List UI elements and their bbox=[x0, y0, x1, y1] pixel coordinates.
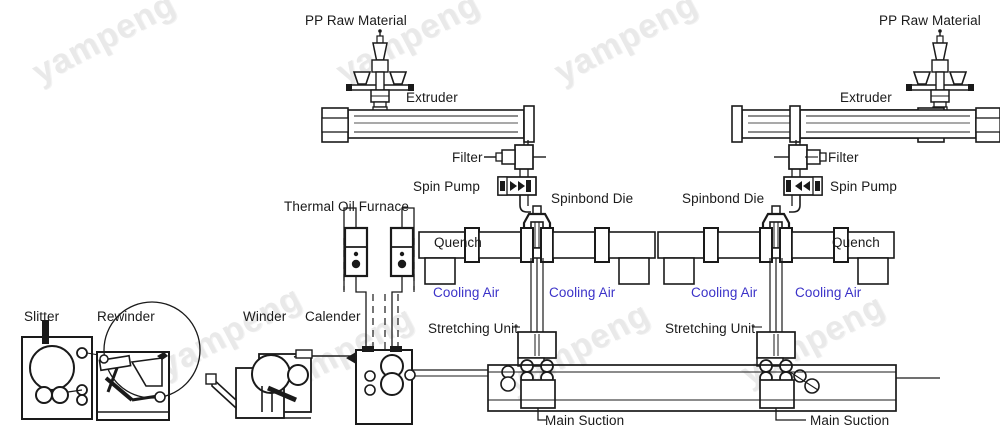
label-pp-raw-material-right: PP Raw Material bbox=[879, 13, 981, 28]
label-filter-left: Filter bbox=[452, 150, 483, 165]
label-filter-right: Filter bbox=[828, 150, 859, 165]
label-rewinder: Rewinder bbox=[97, 309, 155, 324]
label-main-suction-left: Main Suction bbox=[545, 413, 625, 428]
thermal-oil-furnace-unit bbox=[343, 207, 415, 350]
label-cooling-air-left-2: Cooling Air bbox=[549, 285, 616, 300]
forming-conveyor bbox=[398, 364, 940, 412]
label-cooling-air-right-1: Cooling Air bbox=[691, 285, 758, 300]
label-cooling-air-right-2: Cooling Air bbox=[795, 285, 862, 300]
label-spin-pump-left: Spin Pump bbox=[413, 179, 480, 194]
winder-unit bbox=[205, 349, 340, 419]
label-spinbond-die-left: Spinbond Die bbox=[551, 191, 634, 206]
label-spinbond-die-right: Spinbond Die bbox=[682, 191, 765, 206]
beam-right bbox=[657, 28, 1000, 421]
slitter-unit bbox=[21, 320, 141, 420]
label-winder: Winder bbox=[243, 309, 287, 324]
rewinder-unit bbox=[96, 301, 201, 421]
label-main-suction-right: Main Suction bbox=[810, 413, 890, 428]
label-pp-raw-material-left: PP Raw Material bbox=[305, 13, 407, 28]
label-quench-left: Quench bbox=[434, 235, 482, 250]
label-quench-right: Quench bbox=[832, 235, 880, 250]
label-stretching-unit-left: Stretching Unit bbox=[428, 321, 519, 336]
label-thermal-oil-furnace: Thermal Oil Furnace bbox=[284, 199, 409, 214]
label-extruder-left: Extruder bbox=[406, 90, 458, 105]
label-stretching-unit-right: Stretching Unit bbox=[665, 321, 756, 336]
label-calender: Calender bbox=[305, 309, 361, 324]
label-spin-pump-right: Spin Pump bbox=[830, 179, 897, 194]
label-extruder-right: Extruder bbox=[840, 90, 892, 105]
calender-unit bbox=[340, 346, 416, 425]
label-cooling-air-left-1: Cooling Air bbox=[433, 285, 500, 300]
label-slitter: Slitter bbox=[24, 309, 60, 324]
